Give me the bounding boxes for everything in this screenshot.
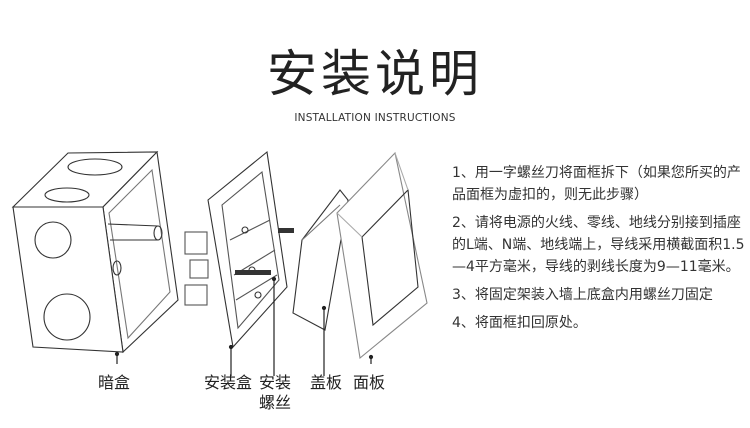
label-cover-plate: 盖板 <box>310 373 343 392</box>
back-box-drawing <box>11 150 179 354</box>
instruction-step-1: 1、用一字螺丝刀将面框拆下（如果您所买的产品面框为虚扣的，则无此步骤） <box>452 165 741 203</box>
page-title: 安装说明 <box>267 45 483 103</box>
instruction-step-3: 3、将固定架装入墙上底盒内用螺丝刀固定 <box>452 287 713 303</box>
label-face-panel: 面板 <box>353 373 386 392</box>
label-mounting-box: 安装盒 <box>204 373 253 392</box>
instruction-step-4: 4、将面框扣回原处。 <box>452 315 587 331</box>
leader-lines <box>114 276 374 376</box>
mounting-box-drawing <box>184 150 294 349</box>
instruction-step-2: 2、请将电源的火线、零线、地线分别接到插座的L端、N端、地线端上，导线采用横截面… <box>452 215 745 275</box>
label-mounting-screw-line2: 螺丝 <box>259 393 292 412</box>
instruction-steps: 1、用一字螺丝刀将面框拆下（如果您所买的产品面框为虚扣的，则无此步骤） 2、请将… <box>452 162 750 340</box>
face-panel-drawing <box>336 151 428 360</box>
label-back-box: 暗盒 <box>98 373 131 392</box>
page-subtitle: INSTALLATION INSTRUCTIONS <box>294 112 456 124</box>
label-mounting-screw-line1: 安装 <box>259 373 292 392</box>
cover-plate-drawing <box>292 189 349 331</box>
